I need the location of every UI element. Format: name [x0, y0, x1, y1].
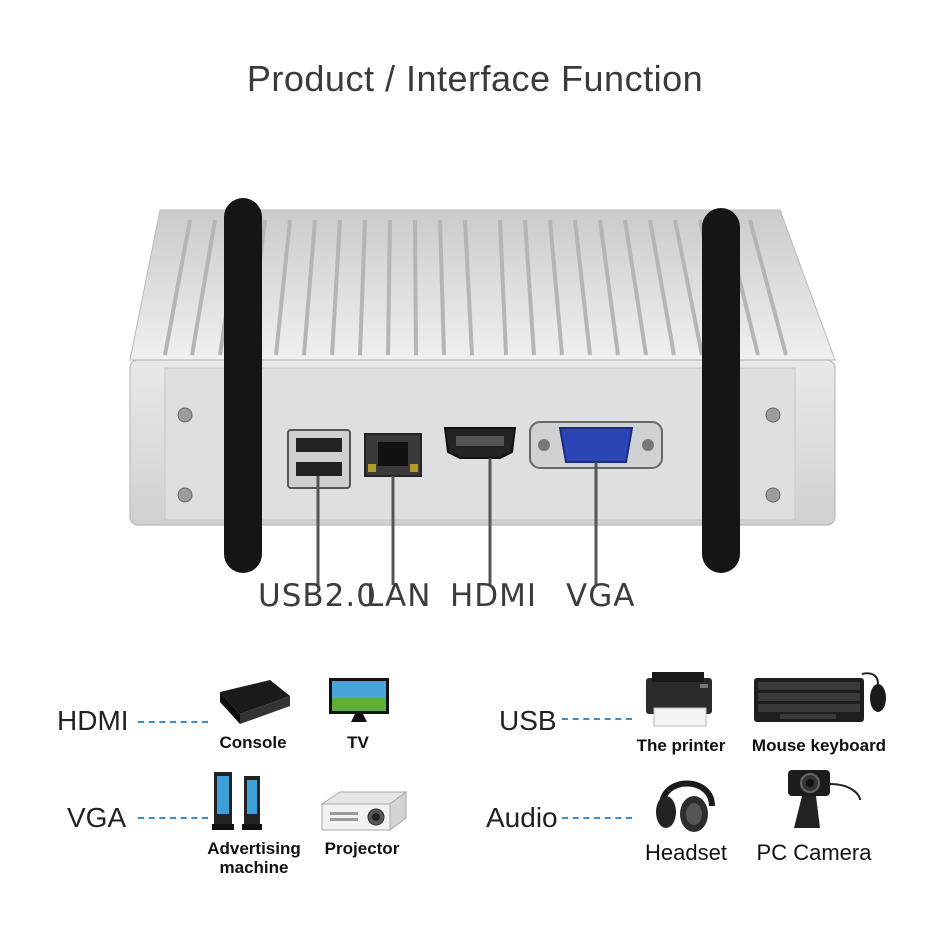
item-label-mouse-keyboard: Mouse keyboard: [751, 736, 887, 755]
item-label-advertising-machine: Advertising machine: [207, 839, 301, 877]
dash-connector-audio: [562, 817, 632, 819]
printer-icon: [646, 672, 712, 727]
game-console-icon: [220, 680, 290, 724]
port-label-vga: VGA: [566, 578, 636, 614]
keyboard-mouse-icon: [754, 672, 886, 722]
tv-icon: [329, 678, 389, 722]
item-label-headset: Headset: [645, 840, 727, 865]
item-label-projector: Projector: [324, 839, 400, 858]
category-label-vga: VGA: [67, 802, 127, 833]
dash-connector-usb: [562, 718, 632, 720]
page-title: Product / Interface Function: [246, 58, 704, 99]
dash-connector-vga: [138, 817, 208, 819]
item-label-pc-camera: PC Camera: [756, 840, 872, 865]
projector-icon: [320, 791, 408, 831]
category-label-hdmi: HDMI: [57, 705, 129, 736]
item-label-console: Console: [219, 733, 287, 752]
port-label-lan: LAN: [366, 578, 432, 614]
headset-icon: [656, 780, 715, 832]
category-label-audio: Audio: [486, 802, 558, 833]
dash-connector-hdmi: [138, 721, 208, 723]
webcam-icon: [788, 770, 861, 828]
port-label-hdmi: HDMI: [450, 578, 538, 614]
advertising-kiosk-icon: [212, 772, 262, 830]
item-label-tv: TV: [347, 733, 369, 752]
item-label-the-printer: The printer: [636, 736, 726, 755]
port-label-usb: USB2.0: [258, 578, 377, 614]
category-label-usb: USB: [499, 705, 557, 736]
mini-pc-illustration: [129, 198, 836, 585]
